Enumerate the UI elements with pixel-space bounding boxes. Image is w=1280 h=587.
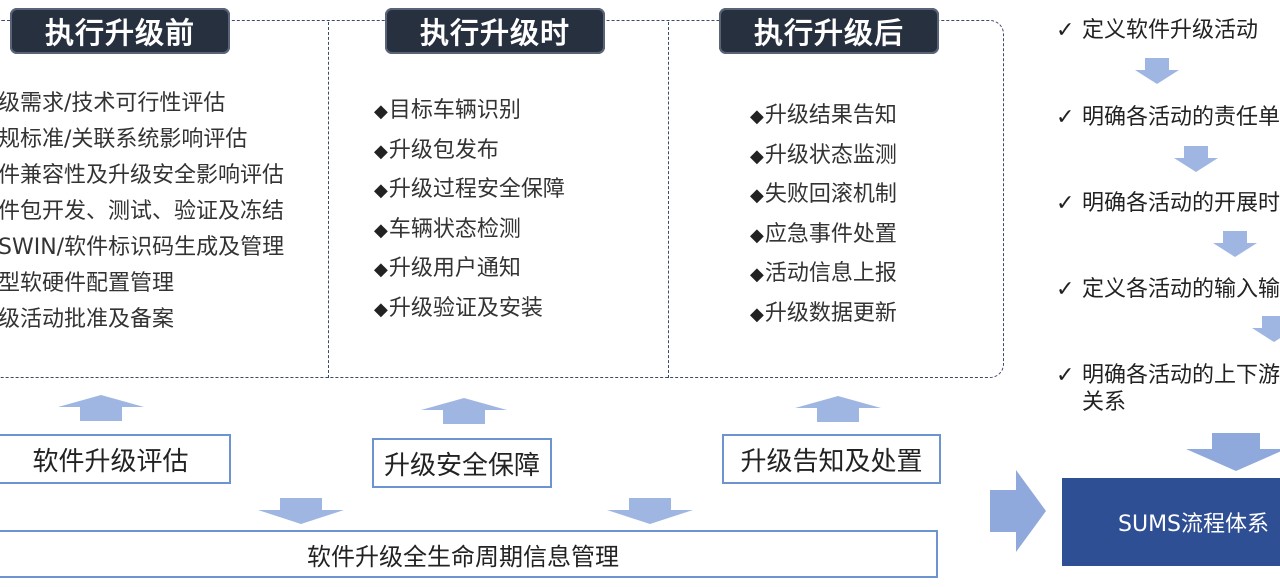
list-item: ◆失败回滚机制: [750, 182, 897, 208]
list-item: 件兼容性及升级安全影响评估: [0, 163, 285, 188]
bullet-diamond-icon: ◆: [374, 298, 388, 320]
list-item: ◆升级状态监测: [750, 142, 897, 168]
bullet-diamond-icon: ◆: [750, 264, 764, 286]
list-item: 级活动批准及备案: [0, 307, 175, 332]
bullet-diamond-icon: ◆: [374, 180, 388, 202]
check-item: ✓定义各活动的输入输: [1056, 277, 1280, 302]
list-item: ◆升级包发布: [374, 137, 499, 163]
list-item: 规标准/关联系统影响评估: [0, 127, 248, 152]
safety-box: 升级安全保障: [372, 438, 552, 488]
right-arrow-icon: [990, 470, 1046, 552]
checkmark-icon: ✓: [1056, 363, 1075, 388]
checkmark-icon: ✓: [1056, 105, 1075, 130]
check-item-continuation: 关系: [1082, 390, 1127, 415]
bullet-diamond-icon: ◆: [374, 101, 388, 122]
list-item: ◆车辆状态检测: [374, 216, 521, 242]
list-item: ◆应急事件处置: [750, 221, 897, 247]
down-arrow-icon: [258, 498, 344, 524]
down-arrow-icon: [1252, 316, 1280, 342]
up-arrow-icon: [421, 398, 507, 424]
check-item: ✓明确各活动的开展时: [1056, 191, 1280, 216]
list-item: ◆升级数据更新: [750, 300, 897, 326]
after-list: ◆升级结果告知 ◆升级状态监测 ◆失败回滚机制 ◆应急事件处置 ◆活动信息上报 …: [750, 96, 897, 334]
before-list: 级需求/技术可行性评估 规标准/关联系统影响评估 件兼容性及升级安全影响评估 件…: [0, 86, 284, 338]
down-arrow-icon: [1174, 146, 1218, 172]
header-during: 执行升级时: [385, 8, 605, 54]
notify-box: 升级告知及处置: [722, 434, 941, 484]
list-item: 件包开发、测试、验证及冻结: [0, 199, 285, 224]
list-item: ◆升级用户通知: [374, 256, 521, 282]
check-item: ✓明确各活动的责任单: [1056, 105, 1280, 130]
list-item: SWIN/软件标识码生成及管理: [0, 235, 285, 260]
bullet-diamond-icon: ◆: [750, 106, 764, 127]
checkmark-icon: ✓: [1056, 191, 1075, 216]
list-item: ◆升级结果告知: [750, 103, 897, 128]
sums-box: SUMS流程体系: [1062, 478, 1280, 566]
bullet-diamond-icon: ◆: [750, 185, 764, 207]
bullet-diamond-icon: ◆: [374, 140, 388, 162]
bullet-diamond-icon: ◆: [374, 259, 388, 281]
list-item: 型软硬件配置管理: [0, 271, 175, 296]
list-item: ◆升级验证及安装: [374, 295, 543, 321]
bullet-diamond-icon: ◆: [750, 224, 764, 246]
phase-divider: [668, 22, 669, 378]
bullet-diamond-icon: ◆: [750, 145, 764, 167]
checkmark-icon: ✓: [1056, 277, 1075, 302]
evaluation-box: 软件升级评估: [0, 434, 231, 484]
down-arrow-icon: [607, 498, 693, 524]
lifecycle-box: 软件升级全生命周期信息管理: [0, 530, 938, 578]
list-item: ◆目标车辆识别: [374, 98, 521, 123]
checkmark-icon: ✓: [1056, 18, 1075, 43]
check-item: ✓定义软件升级活动: [1056, 18, 1259, 43]
up-arrow-icon: [795, 396, 881, 422]
down-arrow-icon: [1135, 58, 1179, 84]
check-item: ✓明确各活动的上下游: [1056, 363, 1280, 388]
phase-divider: [328, 22, 329, 378]
header-before: 执行升级前: [10, 8, 230, 54]
list-item: ◆活动信息上报: [750, 261, 897, 287]
list-item: ◆升级过程安全保障: [374, 177, 565, 203]
down-arrow-icon: [1186, 433, 1280, 471]
list-item: 级需求/技术可行性评估: [0, 91, 226, 116]
header-after: 执行升级后: [719, 8, 939, 54]
bullet-diamond-icon: ◆: [374, 219, 388, 241]
bullet-diamond-icon: ◆: [750, 303, 764, 325]
up-arrow-icon: [58, 395, 144, 421]
down-arrow-icon: [1213, 231, 1257, 257]
during-list: ◆目标车辆识别 ◆升级包发布 ◆升级过程安全保障 ◆车辆状态检测 ◆升级用户通知…: [374, 91, 565, 329]
